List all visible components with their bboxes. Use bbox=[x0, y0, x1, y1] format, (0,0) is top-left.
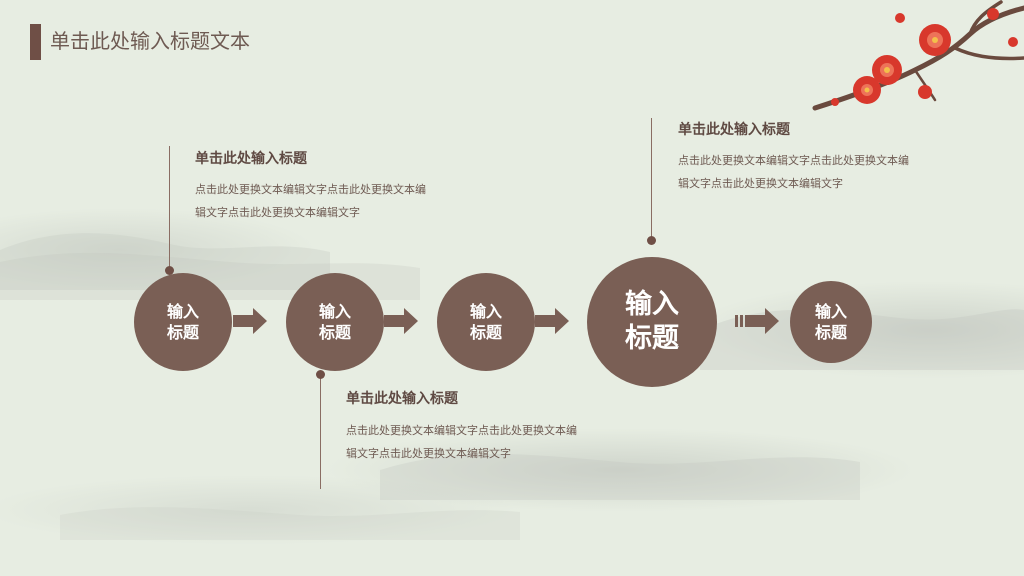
callout-title-2[interactable]: 单击此处输入标题 bbox=[346, 391, 458, 407]
step-circle-1[interactable]: 输入标题 bbox=[134, 273, 232, 371]
step-label-1: 输入标题 bbox=[166, 302, 199, 342]
connector-dot-1 bbox=[165, 266, 174, 275]
step-label-5: 输入标题 bbox=[814, 302, 847, 342]
title-accent-bar bbox=[30, 24, 41, 60]
callout-text-1[interactable]: 点击此处更换文本编辑文字点击此处更换文本编辑文字点击此处更换文本编辑文字 bbox=[195, 183, 426, 219]
arrow-right-icon bbox=[374, 308, 418, 334]
arrow-right-icon bbox=[735, 308, 779, 334]
step-label-4: 输入标题 bbox=[625, 289, 679, 354]
callout-title-3[interactable]: 单击此处输入标题 bbox=[678, 122, 790, 138]
plum-blossom-branch-icon bbox=[812, 0, 1024, 111]
connector-dot-2 bbox=[316, 370, 325, 379]
connector-dot-3 bbox=[647, 236, 656, 245]
step-circle-3[interactable]: 输入标题 bbox=[437, 273, 535, 371]
step-label-3: 输入标题 bbox=[469, 302, 502, 342]
connector-line-2 bbox=[320, 375, 321, 489]
step-circle-2[interactable]: 输入标题 bbox=[286, 273, 384, 371]
step-circle-5[interactable]: 输入标题 bbox=[790, 281, 872, 363]
arrow-right-icon bbox=[223, 308, 267, 334]
callout-text-2[interactable]: 点击此处更换文本编辑文字点击此处更换文本编辑文字点击此处更换文本编辑文字 bbox=[346, 424, 577, 460]
page-title[interactable]: 单击此处输入标题文本 bbox=[50, 29, 250, 53]
step-label-2: 输入标题 bbox=[318, 302, 351, 342]
connector-line-3 bbox=[651, 118, 652, 240]
connector-line-1 bbox=[169, 146, 170, 270]
callout-text-3[interactable]: 点击此处更换文本编辑文字点击此处更换文本编辑文字点击此处更换文本编辑文字 bbox=[678, 154, 909, 190]
arrow-right-icon bbox=[525, 308, 569, 334]
callout-title-1[interactable]: 单击此处输入标题 bbox=[195, 151, 307, 167]
step-circle-4-highlight[interactable]: 输入标题 bbox=[587, 257, 717, 387]
